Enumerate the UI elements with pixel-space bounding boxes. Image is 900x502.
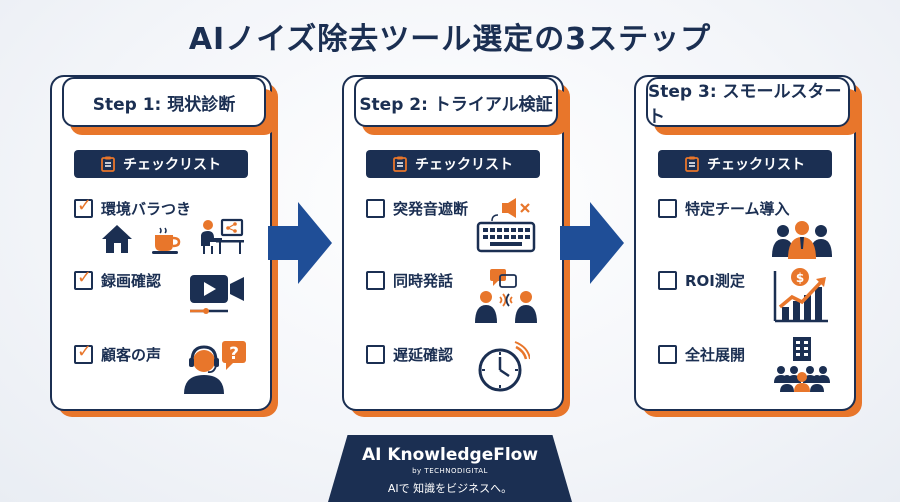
item-label: 同時発話 [393, 272, 454, 290]
coffee-cup-icon [152, 227, 181, 254]
checklist-item[interactable]: ✓ 環境バラつき [74, 195, 192, 219]
step-3-title: Step 3: スモールスタート [646, 77, 850, 127]
footer-by: by TECHNODIGITAL [412, 467, 488, 475]
svg-text:$: $ [796, 271, 804, 285]
arrow-right-icon [560, 202, 624, 284]
checklist-badge: チェックリスト [74, 150, 248, 178]
svg-text:?: ? [229, 344, 239, 364]
item-label: 遅延確認 [393, 346, 454, 364]
step-2-card: Step 2: トライアル検証 チェックリスト 突発音遮断 [342, 75, 570, 417]
checklist-badge: チェックリスト [366, 150, 540, 178]
checkmark-icon: ✓ [77, 195, 93, 216]
item-label: 全社展開 [685, 346, 746, 364]
checklist-item[interactable]: ✓ 顧客の声 [74, 341, 162, 365]
checklist-item[interactable]: 特定チーム導入 [658, 198, 790, 219]
arrow-right-icon [268, 202, 332, 284]
checklist-label: チェックリスト [707, 157, 805, 173]
clipboard-icon [393, 156, 407, 172]
clipboard-icon [101, 156, 115, 172]
checklist-badge: チェックリスト [658, 150, 832, 178]
clipboard-icon [685, 156, 699, 172]
item-label: 特定チーム導入 [685, 200, 790, 218]
checkbox[interactable] [366, 271, 385, 290]
item-label: 録画確認 [101, 272, 162, 290]
checkbox[interactable]: ✓ [74, 267, 93, 290]
checkbox[interactable]: ✓ [74, 195, 93, 218]
checklist-item[interactable]: 同時発話 [366, 270, 453, 291]
checkbox[interactable]: ✓ [74, 341, 93, 364]
house-icon [102, 225, 132, 253]
checklist-label: チェックリスト [123, 157, 221, 173]
checkmark-icon: ✓ [77, 341, 93, 362]
clock-icon [478, 341, 530, 392]
footer-tagline: AIで 知識をビジネスへ。 [387, 482, 513, 495]
item-label: 顧客の声 [101, 346, 162, 364]
checkbox[interactable] [366, 345, 385, 364]
keyboard-muted-speaker-icon [476, 198, 536, 253]
item-label: 環境バラつき [101, 200, 192, 218]
step-2-title: Step 2: トライアル検証 [354, 77, 558, 127]
video-camera-icon [190, 275, 244, 314]
step-3-card: Step 3: スモールスタート チェックリスト 特定チーム導入 [634, 75, 862, 417]
checklist-label: チェックリスト [415, 157, 513, 173]
checkbox[interactable] [366, 199, 385, 218]
checkbox[interactable] [658, 345, 677, 364]
company-building-icon [774, 337, 830, 392]
checklist-item[interactable]: ✓ 録画確認 [74, 267, 162, 291]
checklist-item[interactable]: ROI測定 [658, 270, 745, 291]
checklist-item[interactable]: 全社展開 [658, 344, 745, 365]
footer-banner: AI KnowledgeFlow by TECHNODIGITAL AIで 知識… [328, 435, 572, 502]
footer-brand: AI KnowledgeFlow [361, 445, 539, 465]
step-1-title: Step 1: 現状診断 [62, 77, 266, 127]
checkmark-icon: ✓ [77, 267, 93, 288]
checklist-item[interactable]: 突発音遮断 [366, 198, 468, 219]
remote-worker-icon [201, 218, 244, 254]
support-agent-question-icon: ? [184, 341, 246, 394]
item-label: 突発音遮断 [393, 200, 469, 218]
item-label: ROI測定 [685, 272, 745, 290]
team-icon [772, 221, 832, 259]
checkbox[interactable] [658, 199, 677, 218]
two-people-talking-icon [475, 269, 537, 323]
page-title: AIノイズ除去ツール選定の3ステップ [188, 22, 712, 57]
step-1-card: Step 1: 現状診断 チェックリスト ✓ 環境バラつき [50, 75, 278, 417]
checklist-item[interactable]: 遅延確認 [366, 344, 453, 365]
checkbox[interactable] [658, 271, 677, 290]
growth-chart-icon: $ [773, 268, 828, 323]
